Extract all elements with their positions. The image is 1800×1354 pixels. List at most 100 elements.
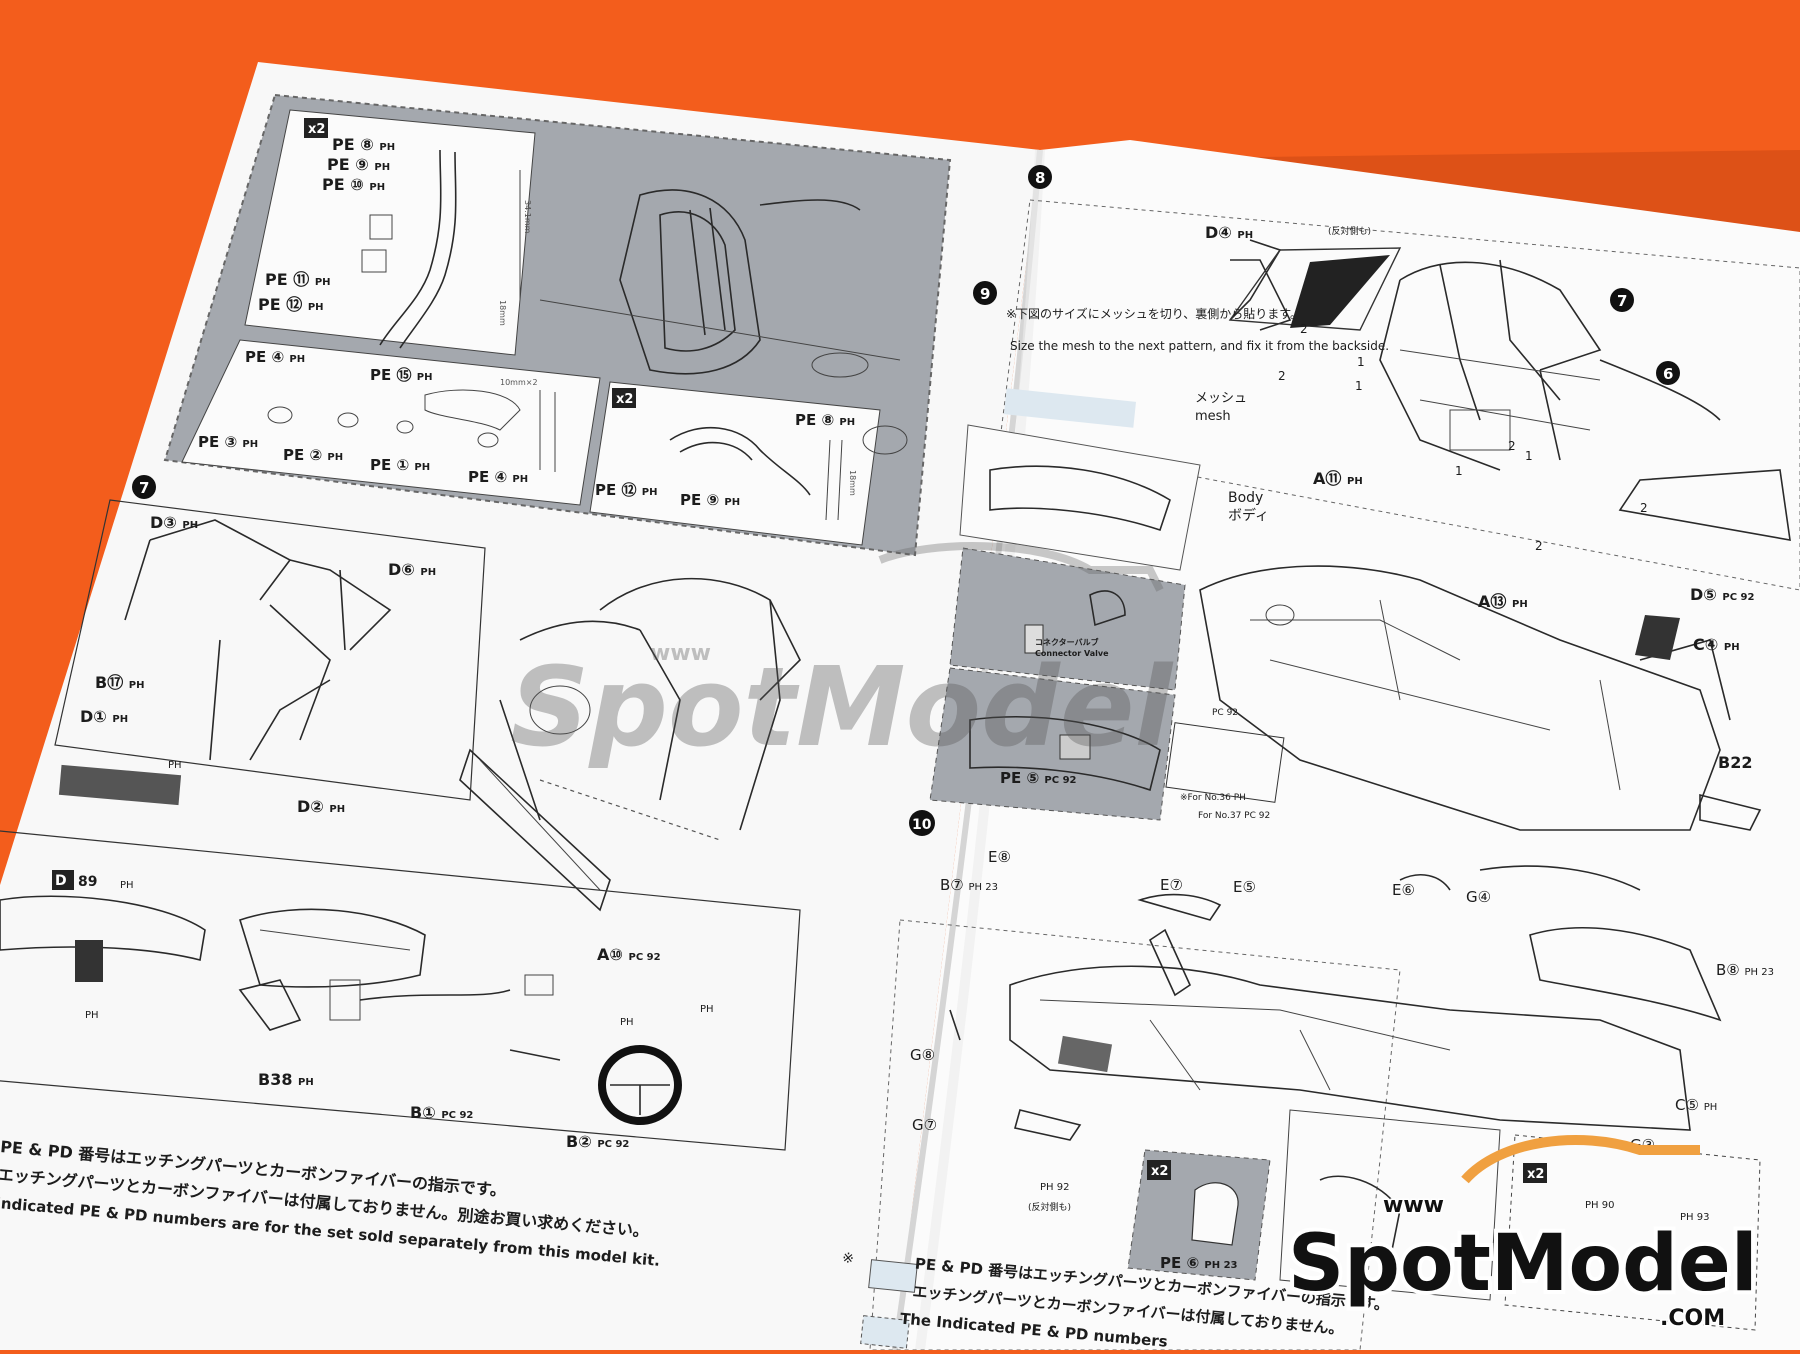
part-a10: A⑩ PC 92	[597, 945, 661, 964]
d89-badge	[52, 870, 74, 890]
part-b2: B② PC 92	[566, 1132, 629, 1151]
step7-parts-box	[54, 499, 486, 801]
dash-ph-2: PH	[620, 1017, 634, 1028]
step7-badge	[132, 475, 156, 499]
for-no37: For No.37 PC 92	[1198, 811, 1270, 821]
step9-pc92: PC 92	[1212, 708, 1238, 718]
part-c5: C⑤ PH	[1675, 1096, 1717, 1114]
d89-num: 89	[78, 874, 97, 890]
detail-box-1	[1279, 1109, 1501, 1301]
connector-jp-label: コネクターバルブ	[1035, 637, 1099, 647]
detail-shape-1	[1319, 1175, 1401, 1261]
part-g4: G④	[1466, 888, 1491, 906]
d89-sheet: PH	[120, 880, 134, 891]
part-g7: G⑦	[912, 1116, 937, 1134]
part-e6: E⑥	[1392, 881, 1415, 899]
cage-assembly-drawing	[459, 577, 801, 912]
detail-box-2	[1504, 1134, 1761, 1331]
bumper-drawings	[969, 465, 1171, 792]
mesh-sample	[1003, 388, 1137, 428]
step10-number: 10	[912, 817, 932, 833]
detail-qty-text: x2	[1527, 1167, 1544, 1182]
pe11-label: PE ⑪ PH	[265, 270, 331, 289]
pe8-label: PE ⑧ PH	[332, 135, 395, 154]
pe4-label-b: PE ④ PH	[468, 468, 528, 486]
dashboard-drawing	[0, 895, 682, 1125]
step8-labels: 8 D④ PH (反対側も) D⑤ PC 92 7 6 2 1 2 1 1 2 …	[1028, 165, 1755, 604]
pe8-belt-label: PE ⑧ PH	[795, 411, 855, 429]
box-num-e: 1	[1455, 464, 1463, 478]
part-b38: B38 PH	[258, 1070, 314, 1089]
body-en-label: Body	[1228, 490, 1263, 506]
box-num-f: 2	[1508, 439, 1516, 453]
callout-6: 6	[1663, 365, 1673, 383]
steering-wheel-drawing	[598, 1045, 682, 1125]
dash-ph-1: PH	[85, 1010, 99, 1021]
pe1-label: PE ① PH	[370, 456, 430, 474]
ph92-note: (反対側も)	[1028, 1201, 1071, 1213]
pe3-label: PE ③ PH	[198, 433, 258, 451]
box-num-i: 2	[1535, 539, 1543, 553]
part-e7: E⑦	[1160, 876, 1183, 894]
d89-letter: D	[55, 873, 67, 889]
qty-badge-1	[304, 118, 328, 138]
logo-swoosh	[1461, 1135, 1700, 1184]
step10-labels: 10 E⑧ B⑦ PH 23 E⑦ E⑤ E⑥ G④ B⑧ PH 23 G⑧ C…	[909, 810, 1774, 1272]
belt-inset-box	[589, 381, 881, 546]
box-num-b: 1	[1357, 355, 1365, 369]
part-c4: C④ PH	[1693, 635, 1740, 654]
qty-badge-2-text: x2	[616, 392, 633, 407]
rollcage-body-drawing	[1228, 239, 1791, 541]
part-d3: D③ PH	[150, 513, 198, 532]
ph90-label: PH 90	[1585, 1200, 1614, 1211]
for-no36: ※For No.36 PH	[1180, 793, 1246, 803]
dim-18mm: 18mm	[498, 300, 507, 326]
ph93-label: PH 93	[1680, 1212, 1709, 1223]
step7-ph-label: PH	[168, 760, 182, 771]
mesh-en-label: mesh	[1195, 409, 1231, 424]
car-rear-drawing	[949, 865, 1722, 1141]
valve-grey-panel	[949, 547, 1186, 691]
dashboard-parts-box	[0, 830, 801, 1151]
spotmodel-logo: www SpotModel .COM	[1284, 1135, 1762, 1333]
step9-jp-note: ※下図のサイズにメッシュを切り、裏側から貼ります。	[1006, 306, 1302, 321]
connector-en-label: Connector Valve	[1035, 649, 1109, 658]
pe5-grey-panel	[929, 667, 1176, 821]
legend-dashed-swatch	[860, 1315, 910, 1349]
step9-number: 9	[980, 285, 990, 303]
pe15-label: PE ⑮ PH	[370, 366, 432, 384]
step8-opposite-note: (反対側も)	[1328, 225, 1371, 237]
harness-drawing	[361, 149, 521, 349]
box-num-d: 1	[1355, 379, 1363, 393]
qty-badge-2	[612, 388, 636, 408]
dim-34mm: 34.1mm	[523, 200, 532, 234]
qty-badge-1-text: x2	[308, 122, 325, 137]
part-e5: E⑤	[1233, 878, 1256, 896]
step8-area	[999, 199, 1800, 591]
logo-brand: SpotModel	[1288, 1219, 1758, 1309]
step9-badge	[973, 281, 997, 305]
box-num-c: 2	[1278, 369, 1286, 383]
watermark: www SpotModel	[510, 542, 1173, 771]
pe6-qty-text: x2	[1151, 1164, 1168, 1179]
step7-labels: 7 D③ PH D⑥ PH B⑰ PH D① PH D② PH PH	[80, 475, 436, 816]
part-b8: B⑧ PH 23	[1716, 961, 1774, 979]
step7-number: 7	[139, 479, 149, 497]
seat-drawing	[539, 189, 908, 455]
part-d2: D② PH	[297, 797, 345, 816]
dim-18mm-b: 18mm	[848, 470, 857, 496]
watermark-www: www	[650, 641, 711, 666]
step8-badge	[1028, 165, 1052, 189]
watermark-car-outline	[878, 542, 1164, 592]
pe6-label: PE ⑥ PH 23	[1160, 1254, 1238, 1272]
pe12-belt-label: PE ⑫ PH	[595, 481, 657, 499]
pe10-label: PE ⑩ PH	[322, 175, 385, 194]
harness-inset-box	[244, 109, 536, 356]
dashboard-labels: D 89 PH A⑩ PC 92 B38 PH B① PC 92 B② PC 9…	[52, 870, 714, 1151]
callout-6-badge	[1656, 361, 1680, 385]
belt-parts-drawing	[669, 426, 843, 521]
part-b7: B⑦ PH 23	[940, 876, 998, 894]
step8-number: 8	[1035, 169, 1045, 187]
